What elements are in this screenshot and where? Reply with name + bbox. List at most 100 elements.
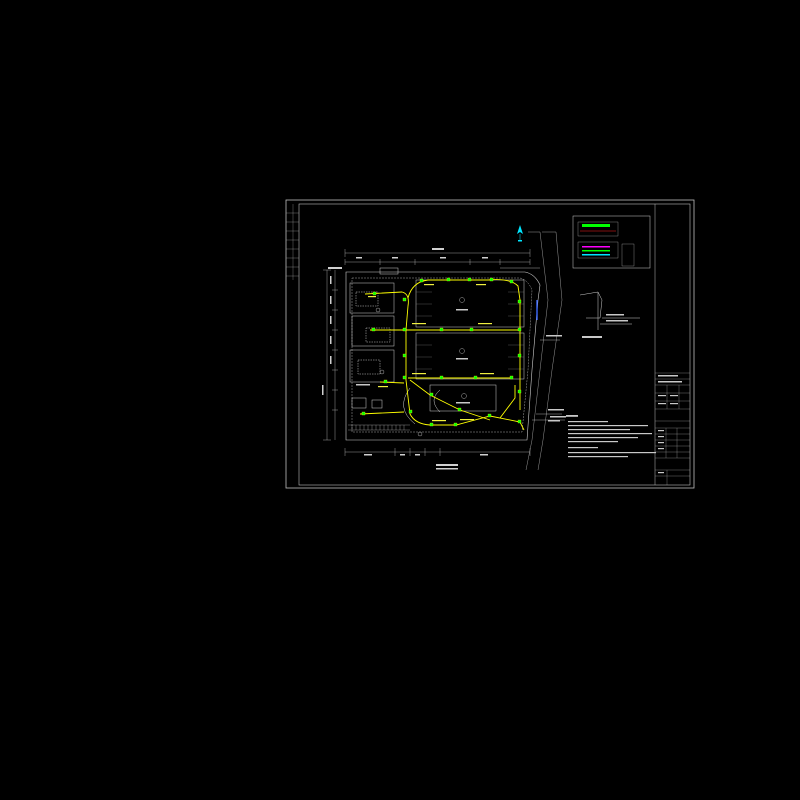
- left-dimension-chain: [323, 269, 338, 441]
- building-id-circle-middle: [459, 348, 465, 354]
- building-captions: [356, 309, 470, 404]
- site-plan-scale: [436, 468, 458, 470]
- left-dim-text: [330, 296, 332, 304]
- pipe-node: [509, 375, 514, 380]
- pipe-node: [361, 411, 366, 416]
- gate-house: [379, 267, 399, 275]
- title-block-text: [670, 403, 678, 405]
- building-block-middle: [415, 332, 525, 380]
- binding-strip: [286, 204, 299, 280]
- top-dimension-chain: [344, 249, 531, 265]
- west-building-2: [351, 315, 395, 347]
- notes-line: [568, 433, 652, 435]
- pipe-node: [453, 422, 458, 427]
- pipe-node: [487, 413, 492, 418]
- pipe-label: [432, 420, 446, 422]
- notes-line: [568, 421, 608, 423]
- pipe-node: [383, 379, 388, 384]
- bottom-dim-text-4: [480, 454, 488, 456]
- title-block-text: [658, 448, 664, 450]
- bottom-dim-text-3: [415, 454, 420, 456]
- title-block-text: [658, 472, 664, 474]
- pipe-node: [429, 392, 434, 397]
- top-dim-text-1: [356, 257, 362, 259]
- title-block-text: [658, 381, 682, 383]
- legend-box: [572, 215, 651, 269]
- pipe-node: [371, 327, 376, 332]
- notes-line: [568, 452, 656, 454]
- left-dim-text: [330, 356, 332, 364]
- pipe-node: [517, 389, 522, 394]
- legend-magenta-line: [582, 246, 610, 248]
- left-total-dimension-text: [322, 385, 324, 395]
- building-id-circle-west-3: [379, 369, 385, 375]
- pipe-label: [476, 284, 486, 286]
- title-block: [655, 372, 690, 485]
- notes-line: [568, 425, 648, 427]
- pipe-node: [517, 353, 522, 358]
- pipe-node: [509, 279, 514, 284]
- detail-callout-text-1: [606, 314, 624, 316]
- small-structure-2: [371, 399, 383, 409]
- building-id-circle-west-1: [375, 307, 381, 313]
- pipe-node: [402, 327, 407, 332]
- west-caption: [356, 384, 370, 386]
- bottom-dimension-texts: [364, 454, 488, 470]
- sheet-inner-border: [298, 203, 691, 486]
- pipe-node: [517, 327, 522, 332]
- pipe-node: [467, 277, 472, 282]
- pipe-label: [368, 296, 376, 298]
- pipe-node: [517, 299, 522, 304]
- building-id-circle-south-west: [417, 431, 423, 437]
- pipe-node: [439, 327, 444, 332]
- pipe-label: [412, 323, 426, 325]
- pipe-node: [429, 422, 434, 427]
- left-dim-text: [330, 316, 332, 324]
- top-dimension-texts: [328, 248, 488, 269]
- title-block-text: [658, 442, 664, 444]
- pipe-node: [408, 409, 413, 414]
- notes-line: [568, 441, 618, 443]
- pipe-node: [372, 291, 377, 296]
- pipe-labels: [368, 284, 494, 422]
- bottom-dim-text-2: [400, 454, 405, 456]
- pipe-connection-detail: [579, 291, 640, 338]
- pipe-label: [424, 284, 434, 286]
- west-building-3: [349, 349, 395, 383]
- site-plan-caption: [436, 464, 458, 466]
- pipe-nodes: [361, 277, 522, 427]
- legend-frame: [572, 215, 651, 269]
- left-dim-text: [330, 336, 332, 344]
- title-block-text: [658, 375, 678, 377]
- pipe-node: [419, 278, 424, 283]
- top-dim-text-4: [482, 257, 488, 259]
- notes-line: [568, 429, 630, 431]
- pipe-label: [460, 419, 474, 421]
- building-id-circle-north: [459, 297, 465, 303]
- west-building-inner: [355, 291, 379, 307]
- bottom-dimension-chain: [344, 448, 531, 456]
- building-id-circle-south: [461, 393, 467, 399]
- small-structure-1: [351, 397, 367, 409]
- connection-label: [548, 409, 564, 411]
- notes-line: [568, 437, 638, 439]
- north-label-text: [328, 267, 342, 269]
- sheet-outer-border: [285, 199, 695, 489]
- pipe-node: [446, 277, 451, 282]
- north-arrow: [517, 225, 523, 242]
- pipe-node: [489, 277, 494, 282]
- building-caption-north: [456, 309, 468, 311]
- north-arrow-icon: [517, 225, 523, 234]
- top-dim-text-3: [440, 257, 446, 259]
- top-total-dimension-text: [432, 248, 444, 250]
- title-block-text: [658, 430, 664, 432]
- title-block-text: [658, 436, 664, 438]
- west-building-inner: [365, 327, 391, 343]
- south-parking-strip: [348, 424, 410, 431]
- connection-label: [550, 416, 566, 418]
- external-connection-texts: [546, 335, 566, 422]
- building-caption-middle: [456, 358, 468, 360]
- pipe-label: [480, 373, 494, 375]
- legend-green-line: [582, 250, 610, 252]
